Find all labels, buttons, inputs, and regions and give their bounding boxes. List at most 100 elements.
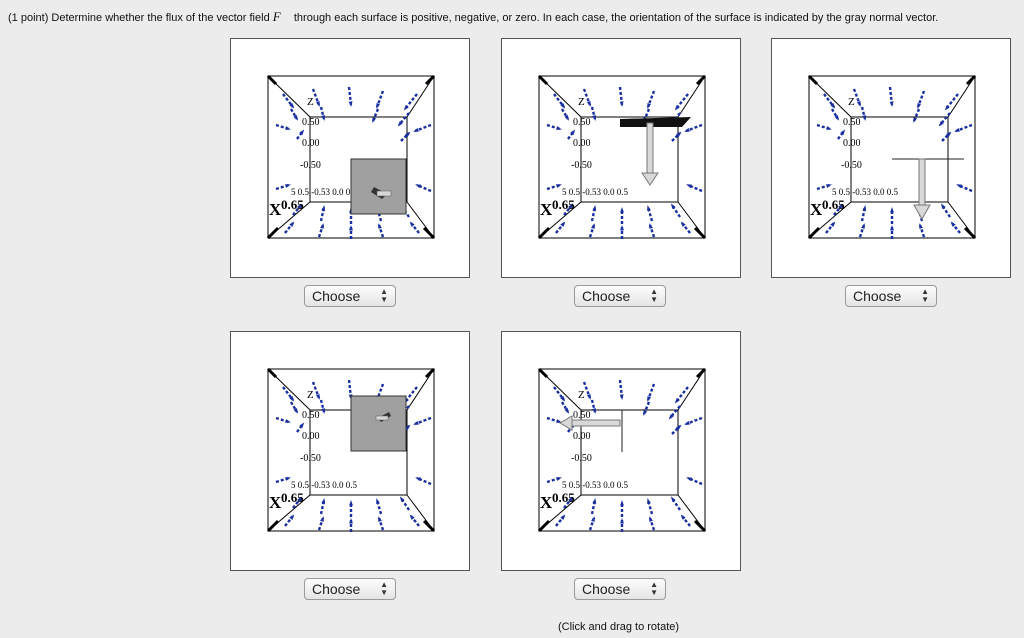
field-arrow — [560, 108, 570, 120]
flux-select-5-value: Choose — [582, 581, 631, 597]
field-arrowhead — [299, 422, 305, 428]
field-arrowhead — [376, 103, 381, 109]
field-arrowhead — [289, 221, 295, 227]
x-axis-value: 0.65 — [281, 197, 304, 212]
x-axis-value: 0.65 — [552, 197, 575, 212]
field-arrowhead — [938, 121, 944, 127]
surface-plane — [620, 117, 691, 127]
flux-select-1[interactable]: Choose ▲▼ — [304, 285, 396, 307]
box-edge — [406, 75, 435, 118]
field-arrowhead — [591, 516, 595, 522]
field-arrowhead — [680, 221, 686, 227]
field-arrow — [296, 423, 304, 433]
surface — [620, 117, 691, 186]
box-edge-thick — [266, 367, 278, 379]
field-arrowhead — [568, 496, 574, 502]
z-tick-label: 0.00 — [843, 138, 861, 149]
field-arrow — [289, 401, 299, 413]
field-arrowhead — [320, 516, 324, 522]
field-arrowhead — [556, 126, 562, 130]
field-arrow — [311, 381, 321, 399]
surface — [559, 410, 623, 452]
normal-vector-tip — [375, 415, 389, 421]
field-arrow — [553, 386, 565, 401]
field-arrowhead — [560, 221, 566, 227]
box-edge-thick — [266, 74, 278, 86]
field-arrowhead — [826, 126, 832, 130]
field-arrowhead — [570, 129, 576, 135]
normal-vector-tip — [376, 190, 392, 197]
field-arrowhead — [560, 103, 566, 109]
field-arrowhead — [564, 408, 570, 414]
field-arrowhead — [564, 115, 570, 121]
field-arrowhead — [320, 223, 324, 229]
z-tick-label: -0.50 — [300, 453, 321, 464]
x-axis-value: 0.65 — [552, 490, 575, 505]
field-arrowhead — [670, 203, 676, 209]
field-arrow — [837, 130, 845, 140]
normal-vector-head — [641, 172, 659, 186]
z-tick-label: -0.50 — [841, 160, 862, 171]
field-arrowhead — [862, 115, 867, 121]
field-arrow — [646, 383, 656, 401]
box-edge-thick — [422, 519, 436, 533]
box-edge-thick — [537, 367, 549, 379]
field-arrowhead — [944, 105, 950, 111]
field-arrowhead — [684, 127, 690, 132]
field-arrowhead — [889, 101, 894, 107]
field-arrowhead — [586, 101, 591, 107]
field-arrow — [375, 383, 385, 401]
field-arrow — [289, 108, 299, 120]
z-tick-label: 0.50 — [573, 117, 591, 128]
field-arrowhead — [560, 514, 566, 520]
box-edge-thick — [537, 74, 549, 86]
x-axis-value: 0.65 — [822, 197, 845, 212]
field-arrow — [852, 88, 862, 106]
vector-field-symbol: F⃗ — [273, 9, 291, 24]
field-arrow — [553, 93, 565, 108]
box-edge-thick — [693, 226, 707, 240]
field-arrowhead — [289, 514, 295, 520]
normal-vector-shaft — [569, 419, 621, 427]
flux-select-5[interactable]: Choose ▲▼ — [574, 578, 666, 600]
flux-select-3-value: Choose — [853, 288, 902, 304]
field-arrow — [685, 123, 703, 133]
field-arrowhead — [834, 115, 840, 121]
field-arrowhead — [676, 131, 682, 137]
field-arrowhead — [686, 184, 692, 189]
field-arrowhead — [378, 516, 382, 522]
field-arrowhead — [293, 115, 299, 121]
field-arrowhead — [686, 477, 692, 482]
field-arrowhead — [299, 129, 305, 135]
field-arrowhead — [403, 105, 409, 111]
box-edge-thick — [424, 367, 436, 379]
select-arrows-icon: ▲▼ — [650, 580, 658, 597]
field-arrowhead — [376, 498, 380, 504]
field-arrowhead — [285, 184, 291, 188]
field-arrowhead — [619, 394, 624, 400]
z-tick-label: 0.00 — [573, 138, 591, 149]
field-arrowhead — [321, 205, 326, 211]
field-arrowhead — [684, 420, 690, 425]
flux-select-2[interactable]: Choose ▲▼ — [574, 285, 666, 307]
field-arrow — [830, 108, 840, 120]
field-arrowhead — [372, 117, 377, 123]
z-tick-label: 0.00 — [302, 431, 320, 442]
flux-select-3[interactable]: Choose ▲▼ — [845, 285, 937, 307]
field-arrowhead — [592, 408, 597, 414]
z-tick-label: 0.50 — [302, 117, 320, 128]
flux-select-4[interactable]: Choose ▲▼ — [304, 578, 396, 600]
question-prefix: (1 point) Determine whether the flux of … — [8, 12, 273, 24]
field-arrowhead — [289, 103, 295, 109]
field-arrow — [375, 90, 385, 108]
